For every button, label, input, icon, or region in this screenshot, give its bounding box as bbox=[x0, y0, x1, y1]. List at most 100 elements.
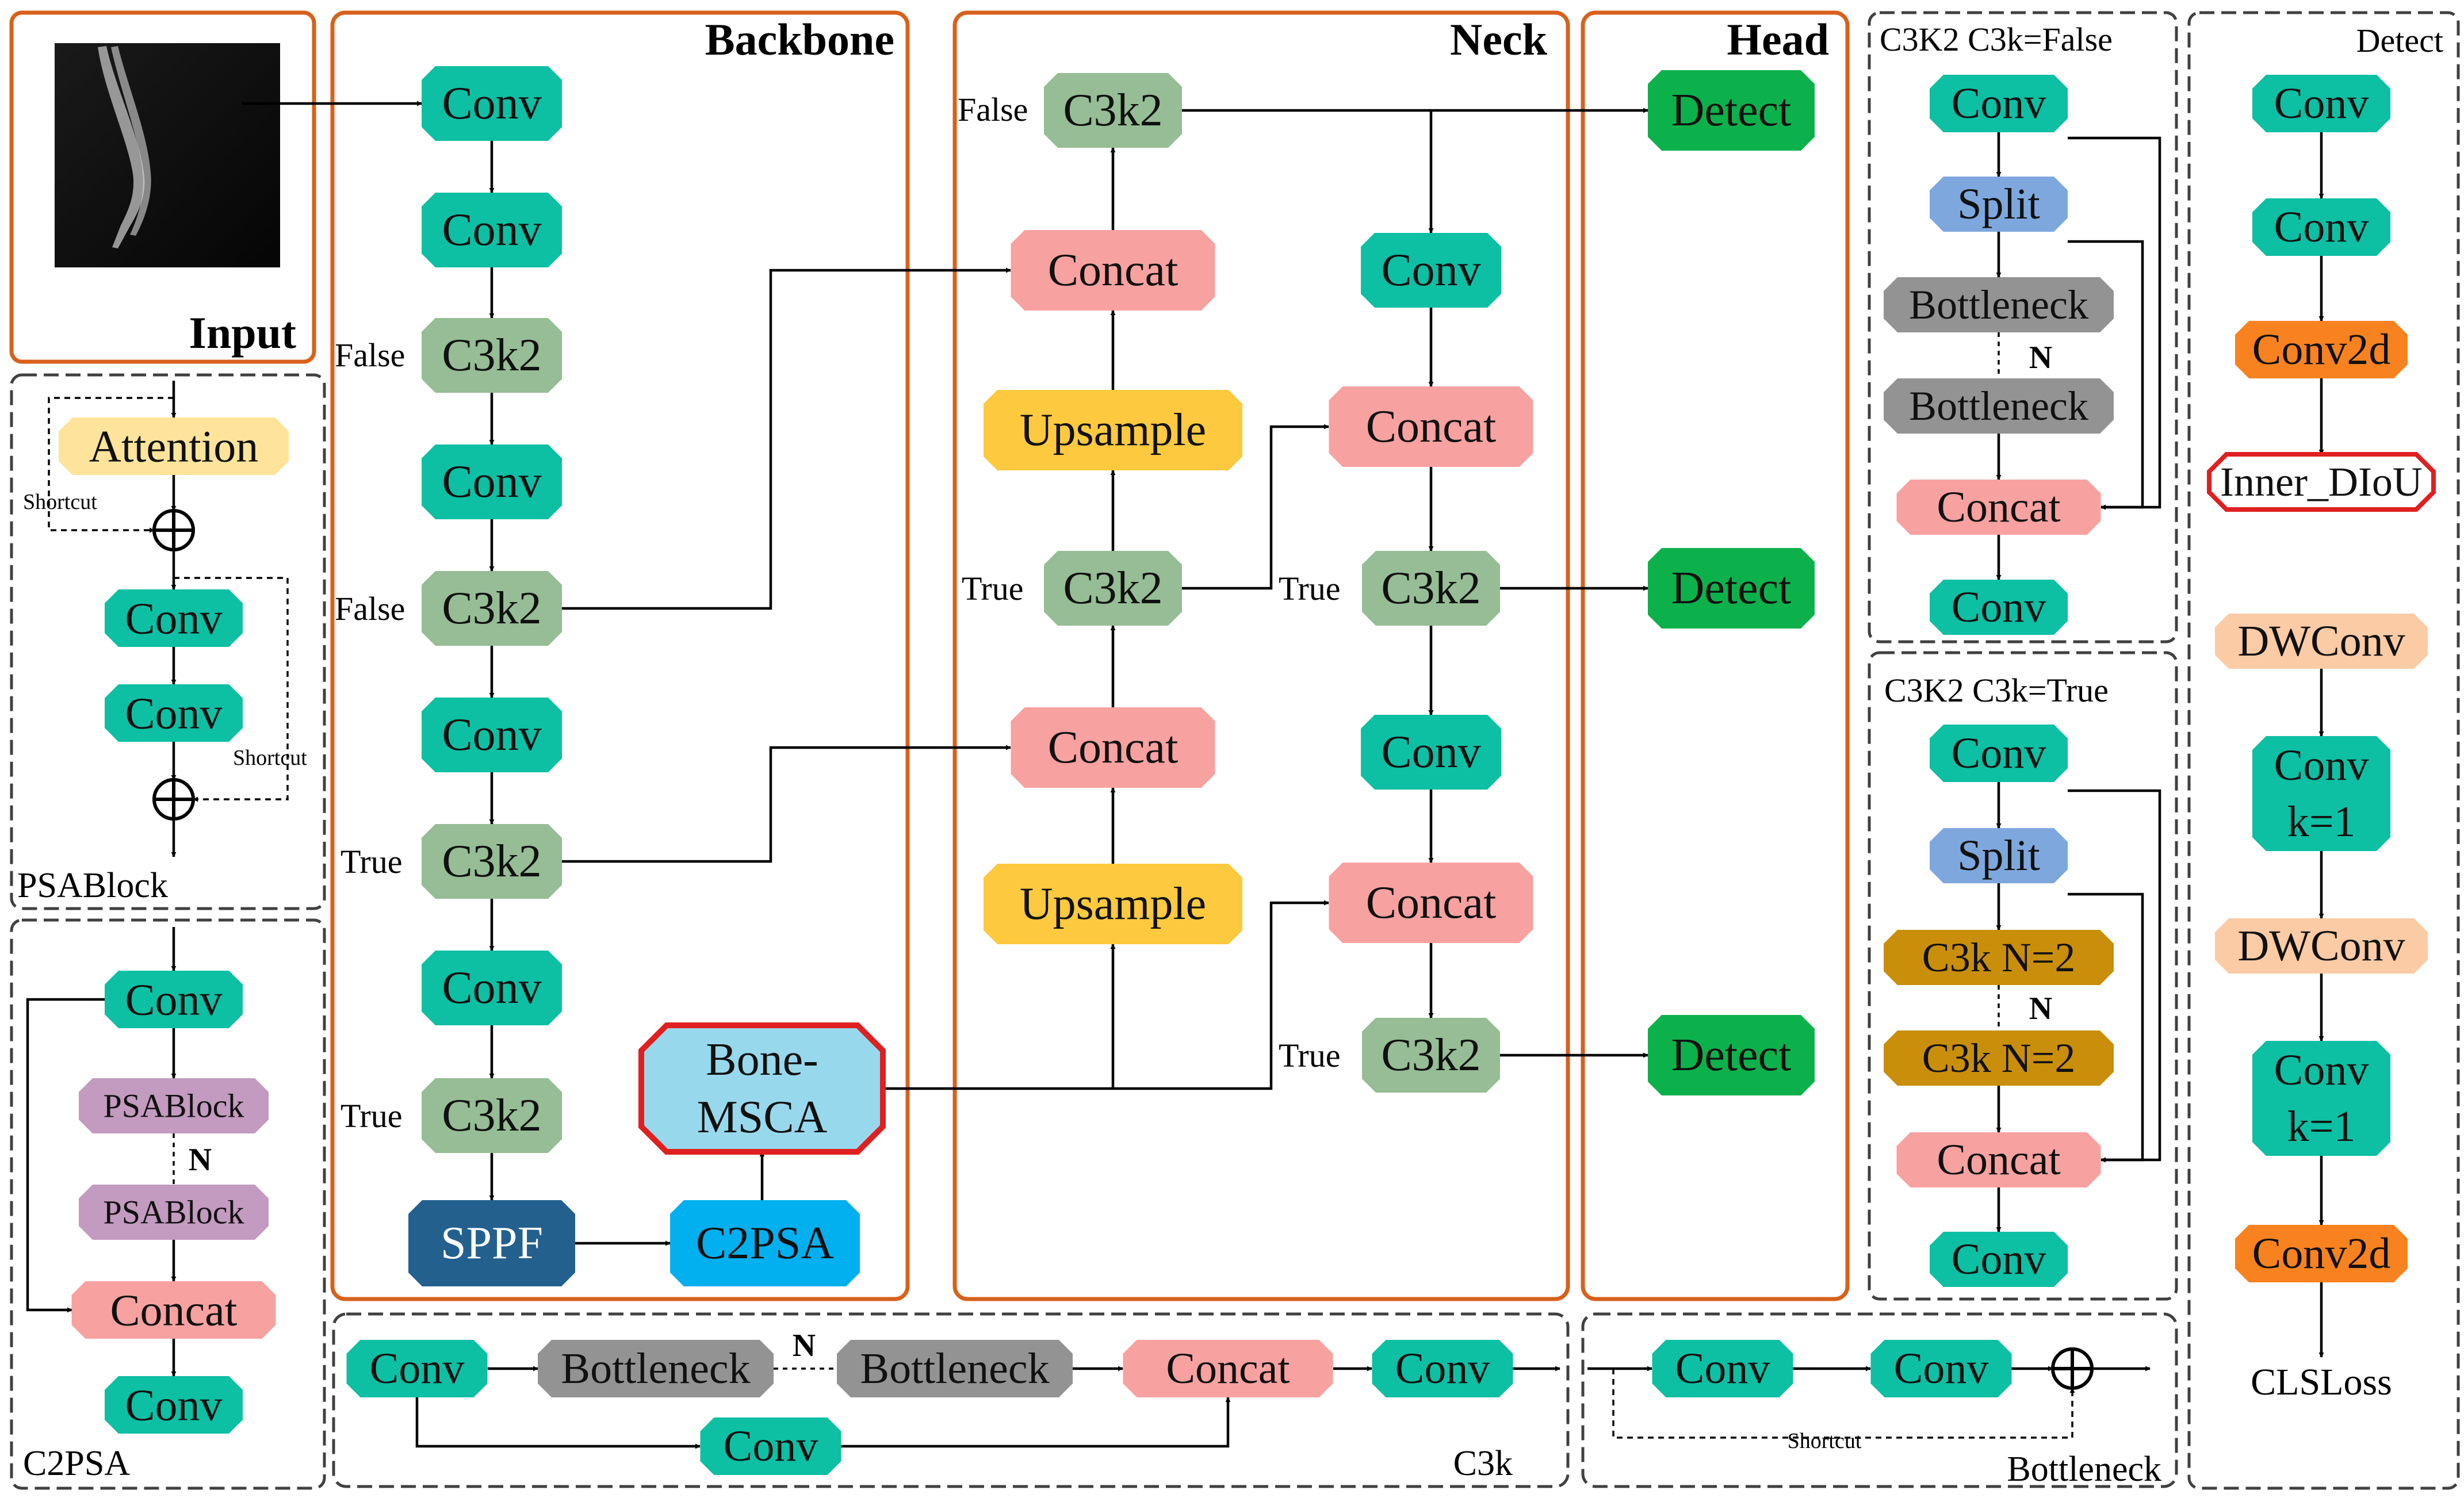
backbone-bonemsca-label: MSCA bbox=[697, 1092, 828, 1143]
backbone-conv-5: Conv bbox=[422, 951, 562, 1025]
bottleneck-title: Bottleneck bbox=[2007, 1450, 2161, 1489]
flags: False False True True False True True Tr… bbox=[335, 91, 1340, 1135]
neck-concat-r1-label: Concat bbox=[1366, 401, 1497, 452]
c3k2f-bottleneck-1: Bottleneck bbox=[1884, 277, 2114, 332]
neck-concat-2: Concat bbox=[1011, 707, 1215, 788]
bn-conv-1-label: Conv bbox=[1675, 1344, 1770, 1393]
backbone-flag-2: False bbox=[335, 590, 405, 627]
backbone-conv-2: Conv bbox=[422, 193, 562, 267]
backbone-sppf-label: SPPF bbox=[441, 1218, 543, 1269]
det-dwconv-1: DWConv bbox=[2215, 614, 2428, 669]
det-convk1-1-label: Conv bbox=[2274, 741, 2369, 790]
skip-p4 bbox=[562, 745, 1011, 863]
neck-conv-r1-label: Conv bbox=[1381, 245, 1480, 296]
psa-attention-label: Attention bbox=[89, 422, 259, 472]
c3k2f-bottleneck-1-label: Bottleneck bbox=[1909, 282, 2088, 328]
neck-concat-1: Concat bbox=[1011, 230, 1215, 311]
misc-labels: Shortcut Shortcut Shortcut N N N N CLSLo… bbox=[23, 340, 2392, 1453]
c3k2-true-frame bbox=[1868, 651, 2178, 1301]
bonemsca-out bbox=[883, 900, 1329, 1090]
det-conv2d-1-label: Conv2d bbox=[2252, 325, 2391, 374]
backbone-frame bbox=[330, 10, 910, 1301]
psa-shortcut-label-1: Shortcut bbox=[23, 490, 97, 514]
c3k-conv-2: Conv bbox=[1372, 1340, 1513, 1397]
head-detect-2: Detect bbox=[1648, 548, 1815, 629]
psa-add-2 bbox=[152, 778, 195, 821]
det-convk1-1: Conv k=1 bbox=[2252, 736, 2390, 851]
neck-flag-r2: True bbox=[1279, 1037, 1340, 1074]
backbone-c3k2-4-label: C3k2 bbox=[442, 1090, 541, 1141]
c3k2f-bottleneck-2: Bottleneck bbox=[1884, 378, 2114, 434]
c3k-concat: Concat bbox=[1123, 1340, 1333, 1397]
backbone-c3k2-3-label: C3k2 bbox=[442, 836, 541, 887]
c3k-conv-3-label: Conv bbox=[724, 1422, 818, 1470]
c3k2f-conv-2-label: Conv bbox=[1952, 583, 2046, 631]
bn-conv-1: Conv bbox=[1652, 1340, 1793, 1397]
neck-concat-r2: Concat bbox=[1329, 863, 1533, 943]
neck-concat-r2-label: Concat bbox=[1366, 878, 1497, 928]
psa-conv-2-label: Conv bbox=[125, 688, 222, 738]
c3k2t-concat-label: Concat bbox=[1937, 1136, 2060, 1184]
backbone-conv-4: Conv bbox=[422, 698, 562, 772]
input-frame bbox=[9, 10, 316, 364]
neck-flag-top: False bbox=[958, 91, 1028, 128]
backbone-conv-4-label: Conv bbox=[442, 710, 541, 760]
c3k-conv-1: Conv bbox=[346, 1340, 488, 1397]
backbone-bonemsca-label: Bone- bbox=[706, 1035, 818, 1085]
neck-c3k2-r1: C3k2 bbox=[1362, 551, 1500, 626]
c2psa-psablock-2: PSABlock bbox=[79, 1185, 269, 1240]
bn-add bbox=[2051, 1347, 2094, 1390]
neck-upsample-2-label: Upsample bbox=[1020, 879, 1206, 929]
neck-c3k2-r2-label: C3k2 bbox=[1381, 1030, 1480, 1081]
neck-c3k2-mid: C3k2 bbox=[1044, 551, 1182, 626]
det-dwconv-2: DWConv bbox=[2215, 918, 2428, 974]
c2psa-bypass bbox=[26, 998, 105, 1313]
c3k2t-conv-1-label: Conv bbox=[1952, 729, 2046, 777]
detect-title: Detect bbox=[2356, 22, 2443, 59]
c3k2t-c3k-2-label: C3k N=2 bbox=[1922, 1035, 2076, 1081]
skip-p3 bbox=[562, 267, 1011, 610]
neck-conv-r2: Conv bbox=[1361, 715, 1501, 790]
section-titles: Input Backbone Neck Head PSABlock C2PSA … bbox=[17, 14, 2443, 1489]
det-conv-2: Conv bbox=[2252, 198, 2390, 256]
neck-title: Neck bbox=[1450, 14, 1548, 64]
c3k-frame bbox=[332, 1312, 1570, 1488]
t-bypass-2 bbox=[2068, 892, 2144, 1163]
backbone-flag-1: False bbox=[335, 336, 405, 374]
det-convk1-1-label: k=1 bbox=[2287, 798, 2356, 846]
c2psa-conv-2-label: Conv bbox=[125, 1380, 222, 1430]
det-conv2d-1: Conv2d bbox=[2235, 321, 2408, 378]
head-title: Head bbox=[1727, 14, 1829, 64]
neck-upsample-1: Upsample bbox=[984, 390, 1242, 470]
c2psa-psablock-1: PSABlock bbox=[79, 1078, 269, 1133]
backbone-c2psa-label: C2PSA bbox=[696, 1218, 834, 1269]
c3k-bottleneck-1: Bottleneck bbox=[538, 1340, 774, 1397]
neck-flag-r1: True bbox=[1279, 570, 1340, 607]
c3k2-false-frame bbox=[1868, 11, 2178, 643]
psablock-frame bbox=[10, 373, 326, 910]
c3k-concat-label: Concat bbox=[1166, 1344, 1290, 1393]
backbone-c2psa: C2PSA bbox=[670, 1200, 860, 1286]
psa-conv-1: Conv bbox=[105, 589, 243, 647]
c3k2-true-title: C3K2 C3k=True bbox=[1884, 672, 2109, 709]
c3k2t-split: Split bbox=[1930, 828, 2068, 883]
psablock-title: PSABlock bbox=[17, 866, 168, 905]
c2psa-conv-1-label: Conv bbox=[125, 975, 222, 1025]
c3k-conv3-to-concat bbox=[841, 1397, 1231, 1448]
head-detect-2-label: Detect bbox=[1671, 563, 1792, 614]
c3k2mid-to-concat-r1 bbox=[1182, 424, 1329, 590]
bottleneck-shortcut-label: Shortcut bbox=[1788, 1429, 1862, 1453]
c3k2-false-n-label: N bbox=[2029, 340, 2052, 376]
c3k2-false-title: C3K2 C3k=False bbox=[1880, 21, 2113, 58]
neck-concat-1-label: Concat bbox=[1048, 245, 1179, 296]
backbone-c3k2-4: C3k2 bbox=[422, 1078, 562, 1153]
c2psa-conv-1: Conv bbox=[105, 971, 243, 1028]
backbone-conv-1-label: Conv bbox=[442, 78, 541, 129]
backbone-c3k2-1: C3k2 bbox=[422, 318, 562, 393]
c3k-bottleneck-2-label: Bottleneck bbox=[860, 1344, 1049, 1393]
det-conv2d-2-label: Conv2d bbox=[2252, 1229, 2391, 1278]
det-conv-2-label: Conv bbox=[2274, 203, 2369, 251]
c3k2f-split: Split bbox=[1930, 177, 2068, 232]
input-title: Input bbox=[189, 308, 296, 358]
